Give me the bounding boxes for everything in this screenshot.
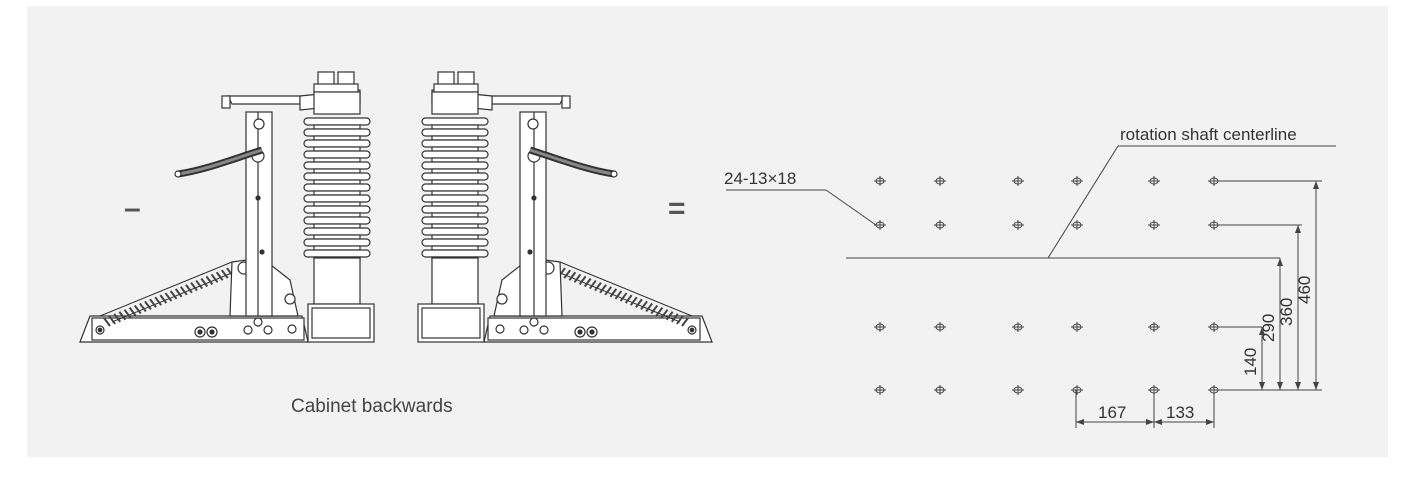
mounting-hole — [934, 322, 946, 332]
hole-spec-label: 24-13×18 — [724, 169, 796, 188]
mounting-hole — [1012, 322, 1024, 332]
equals-sign: = — [668, 192, 686, 225]
mounting-hole — [1071, 220, 1083, 230]
disconnector-drawing-left — [79, 71, 375, 343]
figure-caption: Cabinet backwards — [291, 396, 453, 417]
dim-140: 140 — [1241, 348, 1260, 376]
mounting-hole — [874, 322, 886, 332]
dim-290: 290 — [1259, 314, 1278, 342]
mounting-hole — [1148, 176, 1160, 186]
mounting-hole — [934, 385, 946, 395]
dim-133: 133 — [1166, 403, 1194, 422]
dimension-arrows — [1076, 181, 1319, 425]
mounting-hole — [1012, 176, 1024, 186]
mounting-hole — [1071, 385, 1083, 395]
dim-167: 167 — [1098, 403, 1126, 422]
mounting-hole — [1071, 322, 1083, 332]
centerline-group — [726, 145, 1336, 428]
mounting-hole — [874, 176, 886, 186]
mounting-hole — [1148, 322, 1160, 332]
dim-460: 460 — [1295, 276, 1314, 304]
mounting-hole — [874, 385, 886, 395]
mounting-hole — [934, 176, 946, 186]
mounting-hole — [1071, 176, 1083, 186]
disconnector-drawing-right — [418, 72, 712, 342]
minus-sign: – — [124, 192, 141, 225]
dim-360: 360 — [1277, 298, 1296, 326]
mounting-hole — [1012, 385, 1024, 395]
mounting-hole — [934, 220, 946, 230]
mounting-hole — [1012, 220, 1024, 230]
mounting-hole — [1148, 220, 1160, 230]
mounting-hole-grid — [874, 176, 1220, 395]
centerline-label: rotation shaft centerline — [1120, 125, 1297, 144]
